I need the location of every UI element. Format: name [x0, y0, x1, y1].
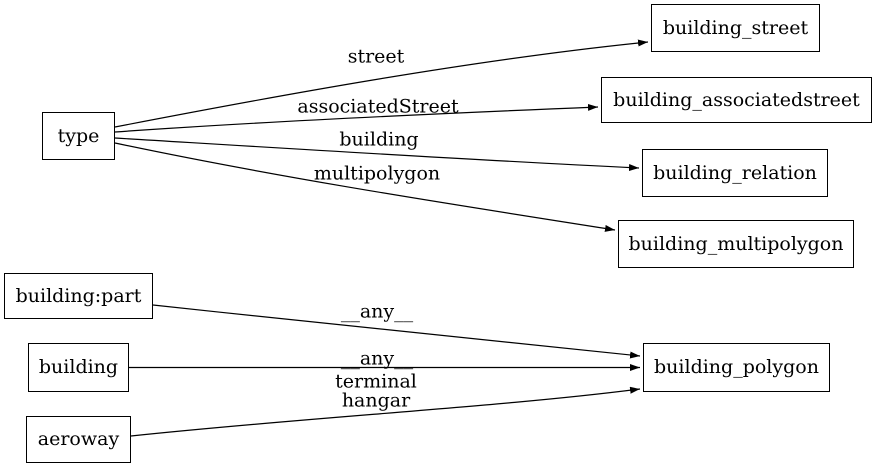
- node-building: building: [28, 343, 129, 392]
- edge-label-any-building_part: __any__: [340, 300, 414, 323]
- edge-type-building_relation: [114, 137, 640, 172]
- edge-label-street: street: [347, 45, 405, 68]
- node-building_associatedstreet-label: building_associatedstreet: [613, 88, 860, 111]
- edge-building_part-building_polygon: [152, 304, 641, 359]
- edge-label-hangar: hangar: [341, 389, 411, 412]
- node-building_part-label: building:part: [15, 284, 142, 307]
- edge-label-multipolygon: multipolygon: [313, 162, 441, 185]
- node-building_polygon-label: building_polygon: [654, 356, 819, 378]
- node-building_associatedstreet: building_associatedstreet: [601, 77, 872, 123]
- edge-type-building_associatedstreet: [114, 103, 599, 133]
- node-building_part: building:part: [4, 273, 153, 319]
- node-type: type: [42, 112, 115, 160]
- node-aeroway-label: aeroway: [37, 428, 120, 450]
- edge-label-terminal: terminal: [335, 370, 417, 393]
- node-building_multipolygon: building_multipolygon: [618, 220, 854, 268]
- node-building_polygon: building_polygon: [643, 343, 830, 392]
- edge-label-any-building: __any__: [340, 347, 414, 370]
- edge-label-building: building: [339, 128, 419, 151]
- edge-label-associatedstreet: associatedStreet: [297, 95, 459, 118]
- edge-aeroway-building_polygon: [130, 386, 641, 437]
- node-building_multipolygon-label: building_multipolygon: [628, 232, 844, 255]
- node-building_street-label: building_street: [662, 16, 809, 39]
- edge-type-building_multipolygon: [114, 142, 616, 232]
- edge-type-building_street: [114, 39, 649, 128]
- node-type-label: type: [57, 124, 100, 147]
- node-building-label: building: [38, 356, 119, 378]
- node-building_relation: building_relation: [642, 149, 828, 197]
- node-building_street: building_street: [651, 4, 820, 52]
- node-building_relation-label: building_relation: [653, 161, 817, 184]
- node-aeroway: aeroway: [26, 416, 131, 463]
